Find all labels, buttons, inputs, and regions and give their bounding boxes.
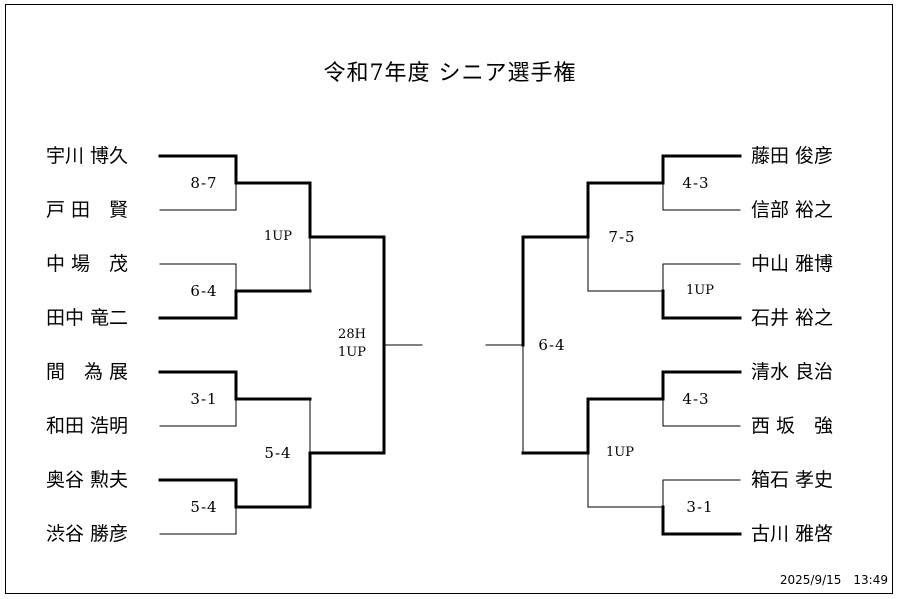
right-player-4: 石井 裕之 <box>751 307 834 329</box>
timestamp: 2025/9/15 13:49 <box>779 573 888 587</box>
left-r1-score-3: 3-1 <box>190 390 218 408</box>
left-player-1: 宇川 博久 <box>46 145 129 167</box>
bracket-frame <box>5 4 893 594</box>
right-r1-score-2: 1UP <box>686 283 714 298</box>
left-semi-score-line1: 28H <box>338 327 366 342</box>
right-r1-score-1: 4-3 <box>682 174 710 192</box>
left-player-8: 渋谷 勝彦 <box>46 523 129 545</box>
left-player-5: 間 為 展 <box>46 361 129 383</box>
left-r1-score-2: 6-4 <box>190 282 218 300</box>
right-r1-score-3: 4-3 <box>682 390 710 408</box>
left-player-6: 和田 浩明 <box>46 415 129 437</box>
left-player-4: 田中 竜二 <box>46 307 129 329</box>
left-r2-score-2: 5-4 <box>264 444 292 462</box>
right-player-1: 藤田 俊彦 <box>751 145 834 167</box>
left-player-3: 中 場 茂 <box>46 253 129 275</box>
left-player-2: 戸 田 賢 <box>46 199 129 221</box>
page-title: 令和7年度 シニア選手権 <box>323 61 577 86</box>
right-player-8: 古川 雅啓 <box>751 523 834 545</box>
left-r1-score-4: 5-4 <box>190 498 218 516</box>
right-player-2: 信部 裕之 <box>751 199 834 221</box>
right-r2-score-2: 1UP <box>606 445 634 460</box>
left-semi-score-line2: 1UP <box>338 345 366 360</box>
right-player-7: 箱石 孝史 <box>751 469 834 491</box>
right-player-5: 清水 良治 <box>751 361 834 383</box>
left-player-7: 奥谷 勲夫 <box>46 469 129 491</box>
right-r2-score-1: 7-5 <box>608 228 636 246</box>
right-player-6: 西 坂 強 <box>751 415 834 437</box>
right-player-3: 中山 雅博 <box>751 253 834 275</box>
right-r1-score-4: 3-1 <box>686 498 714 516</box>
left-r2-score-1: 1UP <box>264 229 292 244</box>
right-semi-score: 6-4 <box>538 336 566 354</box>
left-r1-score-1: 8-7 <box>190 174 218 192</box>
